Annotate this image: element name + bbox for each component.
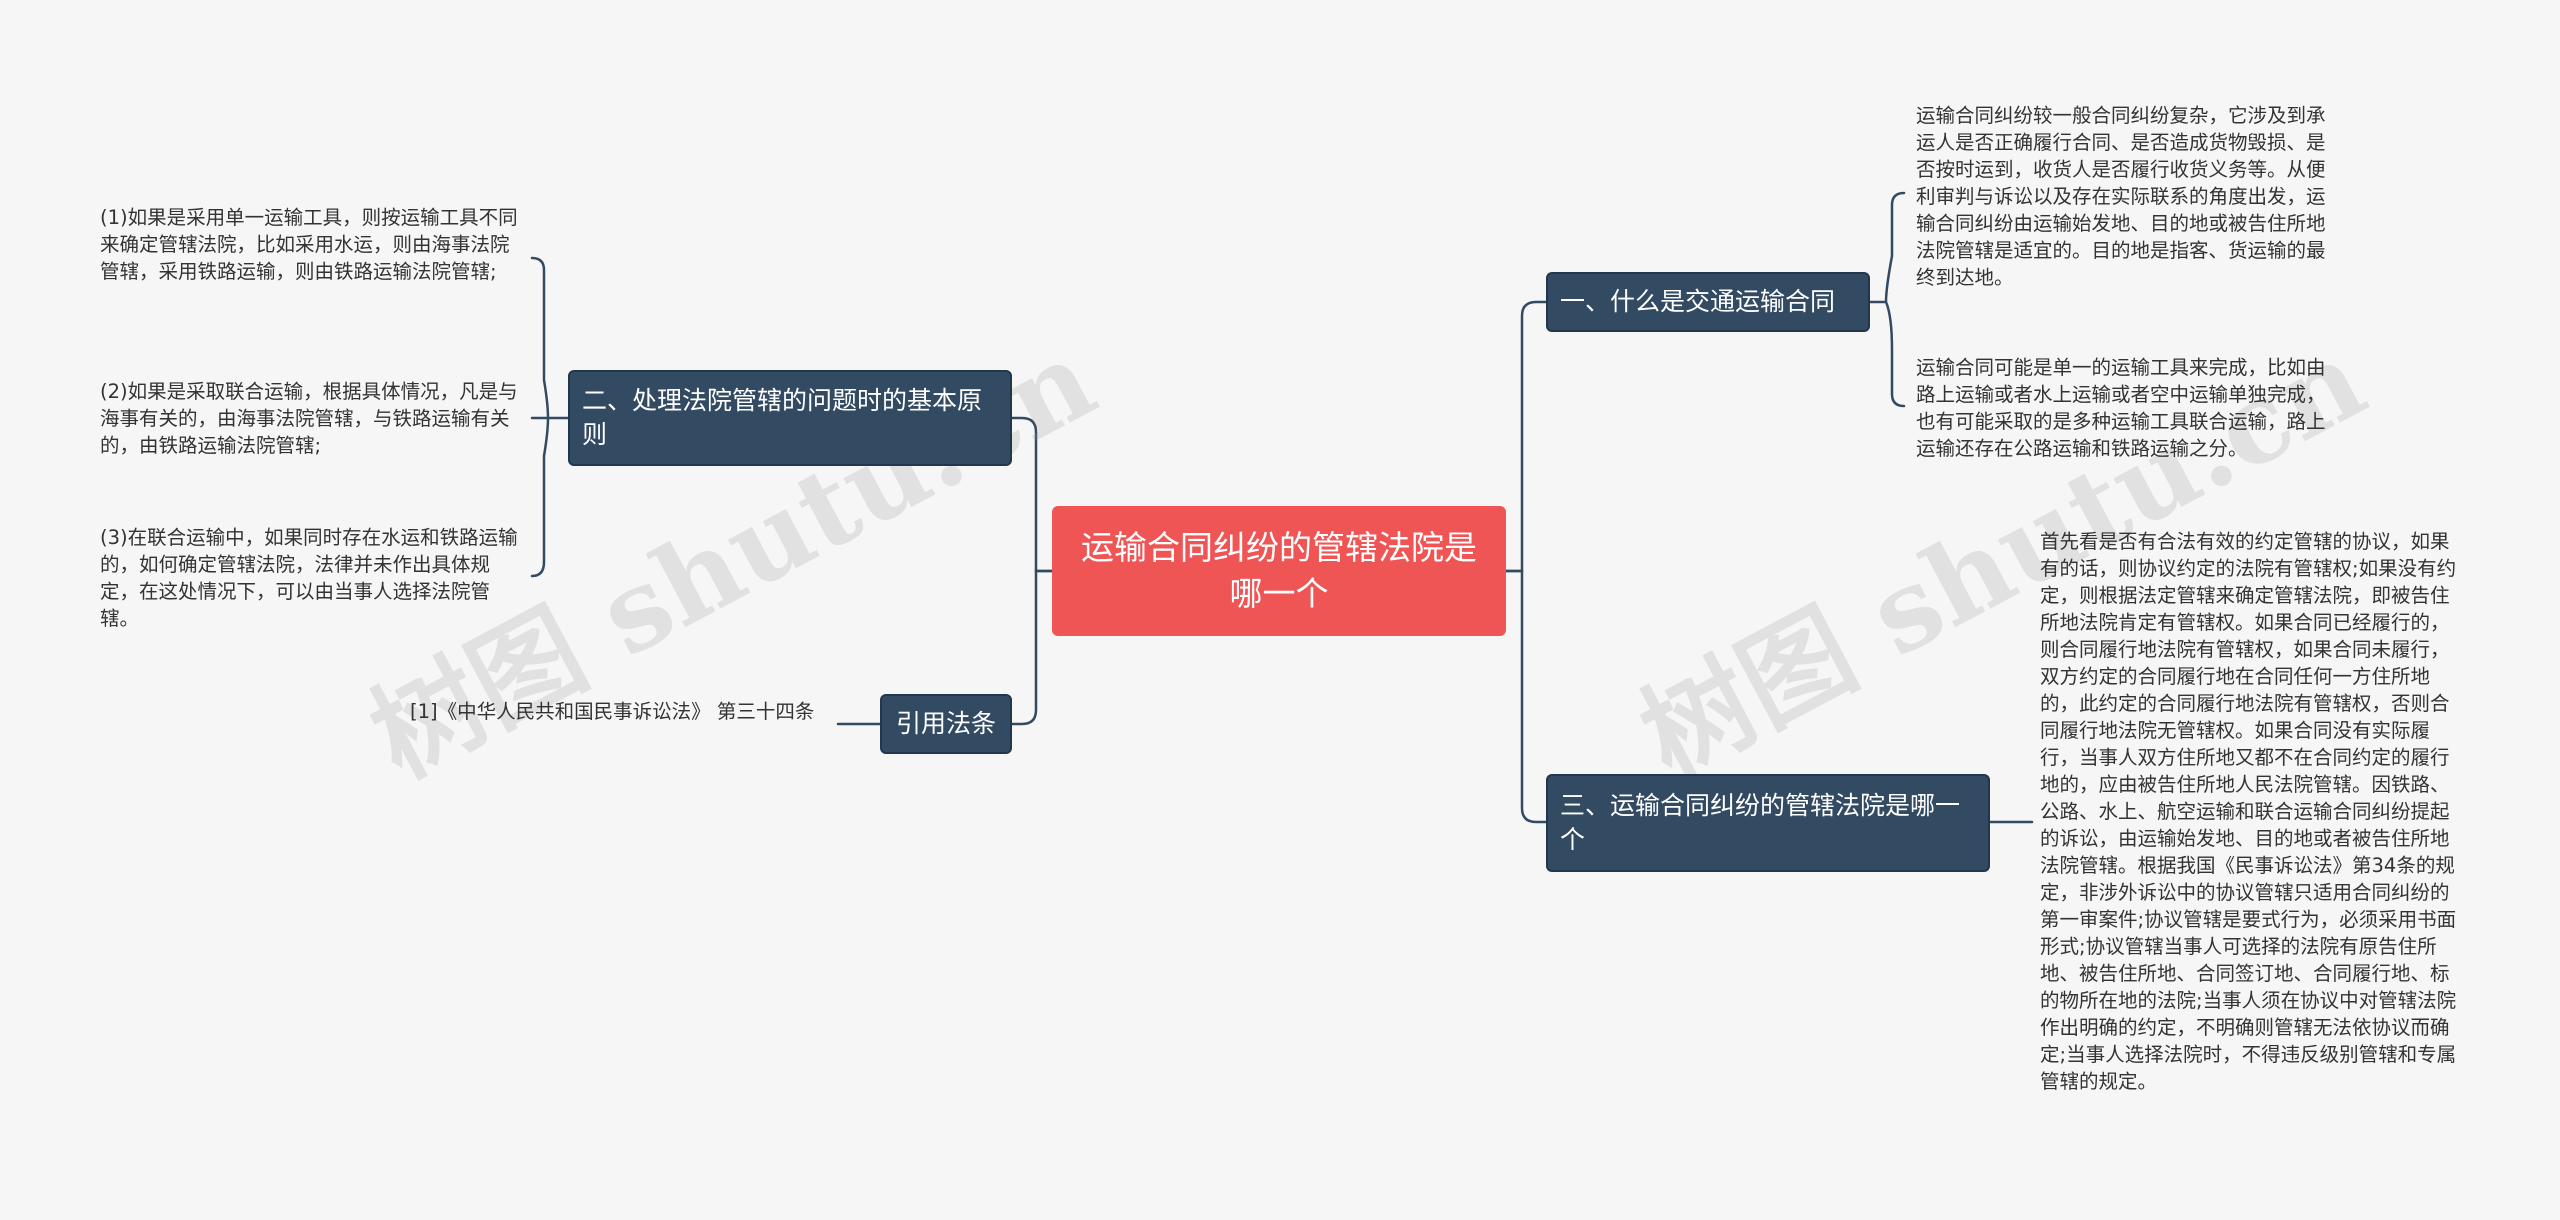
link-b1-leaves (1868, 191, 1906, 408)
branch-citations[interactable]: 引用法条 (880, 694, 1012, 754)
root-topic[interactable]: 运输合同纠纷的管辖法院是哪一个 (1052, 506, 1506, 636)
branch-what-is-transport-contract[interactable]: 一、什么是交通运输合同 (1546, 272, 1870, 332)
branch-basic-principles[interactable]: 二、处理法院管辖的问题时的基本原则 (568, 370, 1012, 466)
leaf-transport-modes-text: 运输合同可能是单一的运输工具来完成，比如由路上运输或者水上运输或者空中运输单独完… (1916, 356, 2326, 460)
root-topic-label: 运输合同纠纷的管辖法院是哪一个 (1081, 528, 1477, 613)
branch-label: 引用法条 (895, 709, 996, 738)
leaf-principle-1: (1)如果是采用单一运输工具，则按运输工具不同来确定管辖法院，比如采用水运，则由… (100, 206, 518, 283)
link-b2-leaves (530, 256, 570, 578)
link-root-left-cite (1010, 569, 1054, 726)
leaf-citation-civil-procedure-law: [1]《中华人民共和国民事诉讼法》 第三十四条 (410, 700, 815, 723)
leaf-principle-3: (3)在联合运输中，如果同时存在水运和铁路运输的，如何确定管辖法院，法律并未作出… (100, 526, 518, 630)
link-root-right-1 (1504, 300, 1548, 573)
branch-which-court[interactable]: 三、运输合同纠纷的管辖法院是哪一个 (1546, 774, 1990, 872)
link-root-right-3 (1504, 569, 1548, 824)
leaf-jurisdiction-text: 首先看是否有合法有效的约定管辖的协议，如果有的话，则协议约定的法院有管辖权;如果… (2040, 530, 2457, 1093)
link-root-left-2 (1010, 416, 1054, 573)
branch-label: 一、什么是交通运输合同 (1560, 287, 1836, 316)
branch-label: 二、处理法院管辖的问题时的基本原则 (582, 386, 983, 449)
branch-label: 三、运输合同纠纷的管辖法院是哪一个 (1560, 791, 1961, 854)
leaf-principle-2: (2)如果是采取联合运输，根据具体情况，凡是与海事有关的，由海事法院管辖，与铁路… (100, 380, 518, 457)
leaf-complexity-text: 运输合同纠纷较一般合同纠纷复杂，它涉及到承运人是否正确履行合同、是否造成货物毁损… (1916, 104, 2326, 289)
